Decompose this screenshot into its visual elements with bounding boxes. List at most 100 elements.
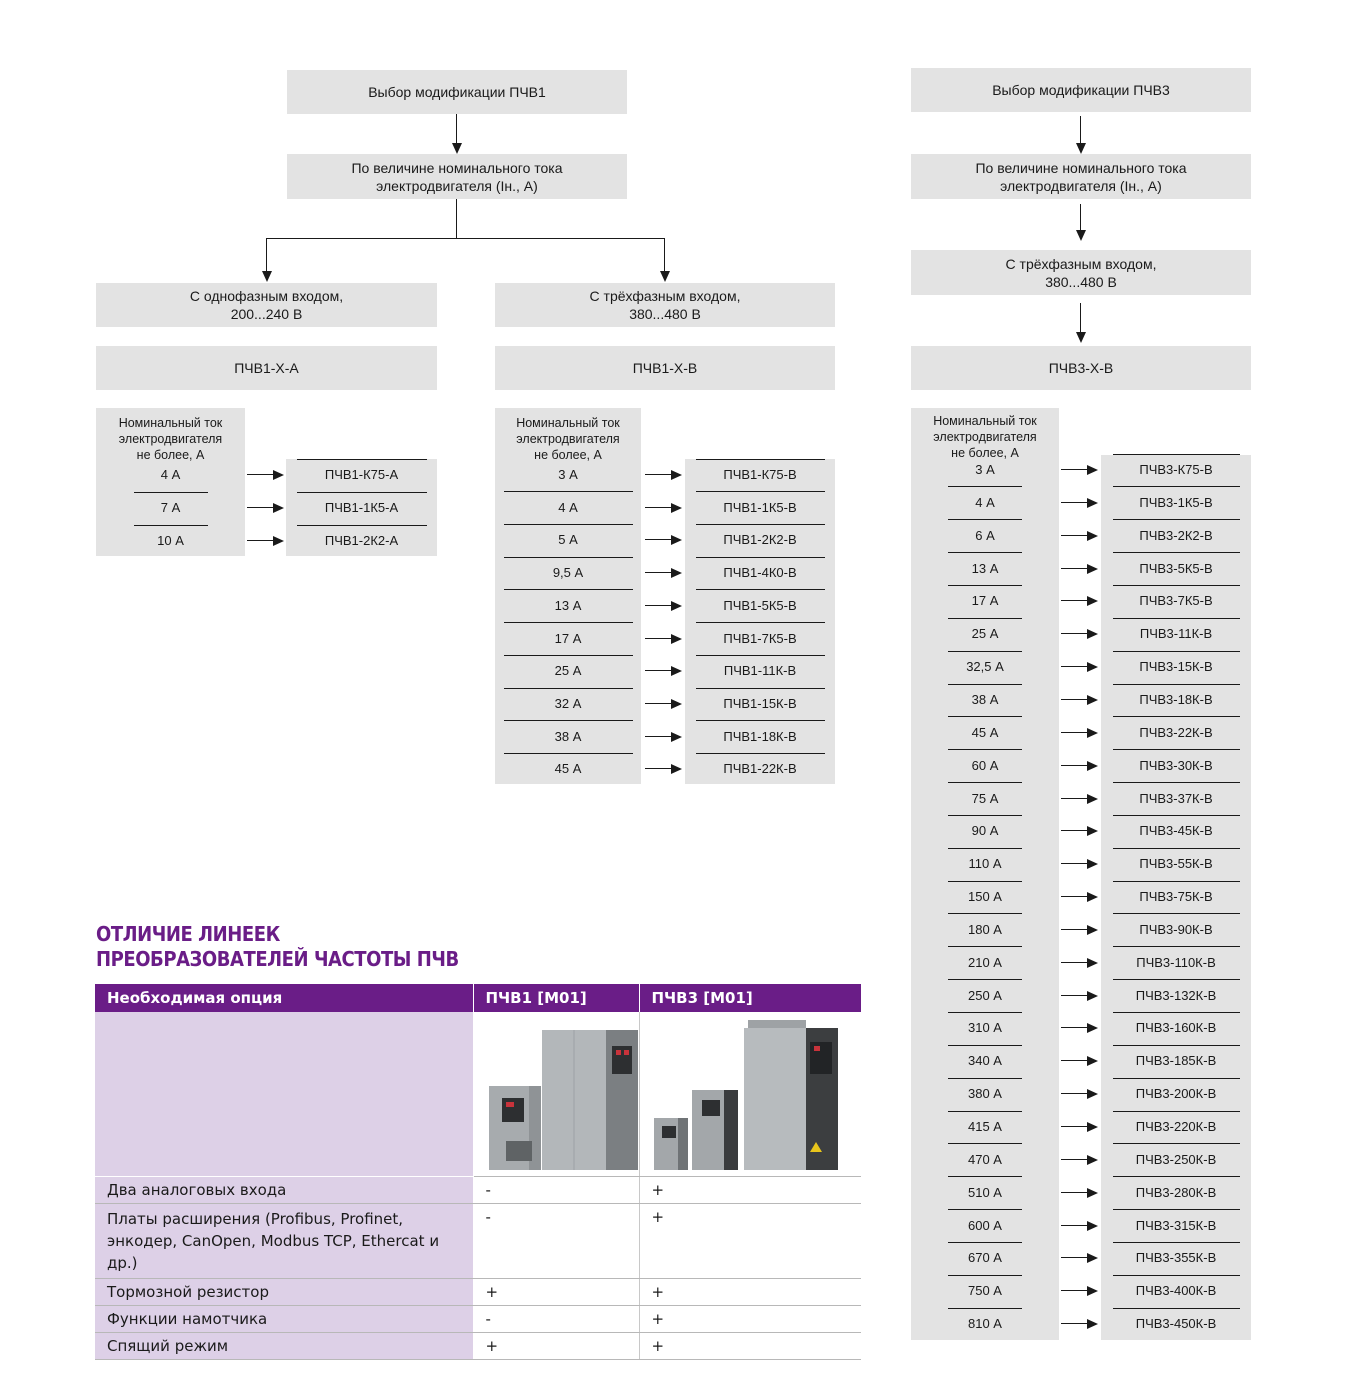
current-value: 380 А	[911, 1084, 1059, 1104]
row-divider	[948, 1209, 1022, 1210]
row-divider	[948, 684, 1022, 685]
option-cell: Платы расширения (Profibus, Profinet, эн…	[95, 1204, 473, 1279]
arrow-line	[1061, 863, 1087, 864]
arrow-right-icon	[671, 535, 682, 545]
row-divider	[297, 525, 427, 526]
arrow-line	[1061, 896, 1087, 897]
model-name: ПЧВ1-5К5-В	[685, 596, 835, 616]
pchv1-series-a-box: ПЧВ1-Х-А	[96, 346, 437, 390]
model-name: ПЧВ3-15К-В	[1101, 657, 1251, 677]
row-divider	[1113, 716, 1240, 717]
arrow-right-icon	[1087, 1319, 1098, 1329]
arrow-right-icon	[1087, 531, 1098, 541]
pchv1-cell: +	[473, 1333, 639, 1360]
row-divider	[504, 589, 633, 590]
arrow-right-icon	[1087, 1188, 1098, 1198]
arrow-right-icon	[1087, 892, 1098, 902]
model-name: ПЧВ3-355К-В	[1101, 1248, 1251, 1268]
model-name: ПЧВ3-90К-В	[1101, 920, 1251, 940]
arrow-right-icon	[1087, 991, 1098, 1001]
row-divider	[1113, 519, 1240, 520]
row-divider	[297, 492, 427, 493]
current-value: 75 А	[911, 789, 1059, 809]
row-divider	[504, 622, 633, 623]
row-divider	[696, 655, 825, 656]
arrow-line	[645, 638, 671, 639]
arrow-right-icon	[1087, 662, 1098, 672]
model-name: ПЧВ1-2К2-В	[685, 530, 835, 550]
row-divider	[504, 491, 633, 492]
current-value: 3 А	[911, 460, 1059, 480]
arrow-line	[1061, 666, 1087, 667]
current-value: 3 А	[495, 465, 641, 485]
current-value: 32 А	[495, 694, 641, 714]
model-name: ПЧВ3-400К-В	[1101, 1281, 1251, 1301]
model-name: ПЧВ3-5К5-В	[1101, 559, 1251, 579]
row-divider	[1113, 749, 1240, 750]
panel-a-header: Номинальный ток электродвигателя не боле…	[96, 415, 245, 463]
arrow-line	[1061, 699, 1087, 700]
row-divider	[696, 622, 825, 623]
row-divider	[1113, 651, 1240, 652]
pchv1-criterion-box: По величине номинального тока электродви…	[287, 154, 627, 199]
arrow-line	[1061, 1192, 1087, 1193]
arrow-line	[1061, 1027, 1087, 1028]
row-divider	[948, 946, 1022, 947]
pchv3-product-image	[639, 1012, 861, 1177]
model-name: ПЧВ3-11К-В	[1101, 624, 1251, 644]
row-divider	[134, 492, 208, 493]
arrow-line	[1061, 469, 1087, 470]
arrow-right-icon	[273, 503, 284, 513]
arrow-right-icon	[1087, 794, 1098, 804]
row-divider	[948, 1143, 1022, 1144]
row-divider	[948, 848, 1022, 849]
arrow-right-icon	[1087, 925, 1098, 935]
row-divider	[504, 688, 633, 689]
row-divider	[948, 716, 1022, 717]
model-name: ПЧВ3-22К-В	[1101, 723, 1251, 743]
model-name: ПЧВ3-7К5-В	[1101, 591, 1251, 611]
current-value: 13 А	[911, 559, 1059, 579]
pchv1-select-box: Выбор модификации ПЧВ1	[287, 70, 627, 114]
row-divider	[1113, 618, 1240, 619]
current-value: 7 А	[96, 498, 245, 518]
arrow-right-icon	[671, 568, 682, 578]
arrow-line	[1061, 798, 1087, 799]
row-divider	[948, 881, 1022, 882]
pchv1-series-b-label: ПЧВ1-Х-В	[633, 359, 698, 377]
arrow-right-icon	[671, 732, 682, 742]
pchv3-criterion-label: По величине номинального тока электродви…	[975, 159, 1186, 195]
row-divider	[948, 749, 1022, 750]
row-divider	[1113, 552, 1240, 553]
row-divider	[1113, 585, 1240, 586]
arrow-line	[645, 474, 671, 475]
row-divider	[1113, 1209, 1240, 1210]
arrow-right-icon	[273, 536, 284, 546]
current-value: 25 А	[495, 661, 641, 681]
arrow-line	[1061, 600, 1087, 601]
option-cell: Функции намотчика	[95, 1306, 473, 1333]
arrow-right-icon	[1087, 826, 1098, 836]
table-row: Платы расширения (Profibus, Profinet, эн…	[95, 1204, 861, 1279]
pchv3-cell: +	[639, 1333, 861, 1360]
pchv3-cell: +	[639, 1204, 861, 1279]
pchv3-cell: +	[639, 1306, 861, 1333]
pchv3-cell: +	[639, 1177, 861, 1204]
arrow-line	[1061, 568, 1087, 569]
arrow-line	[645, 703, 671, 704]
model-name: ПЧВ3-160К-В	[1101, 1018, 1251, 1038]
arrow-right-icon	[1087, 465, 1098, 475]
row-divider	[1113, 684, 1240, 685]
row-divider	[948, 1078, 1022, 1079]
current-value: 510 А	[911, 1183, 1059, 1203]
model-name: ПЧВ1-11К-В	[685, 661, 835, 681]
model-name: ПЧВ3-280К-В	[1101, 1183, 1251, 1203]
arrow-right-icon	[1087, 498, 1098, 508]
row-divider	[948, 519, 1022, 520]
arrow-line	[645, 539, 671, 540]
current-value: 38 А	[911, 690, 1059, 710]
current-value: 180 А	[911, 920, 1059, 940]
comparison-title-line1: ОТЛИЧИЕ ЛИНЕЕК	[96, 922, 459, 947]
pchv3-series-b-box: ПЧВ3-Х-В	[911, 346, 1251, 390]
arrow-right-icon	[1087, 1286, 1098, 1296]
